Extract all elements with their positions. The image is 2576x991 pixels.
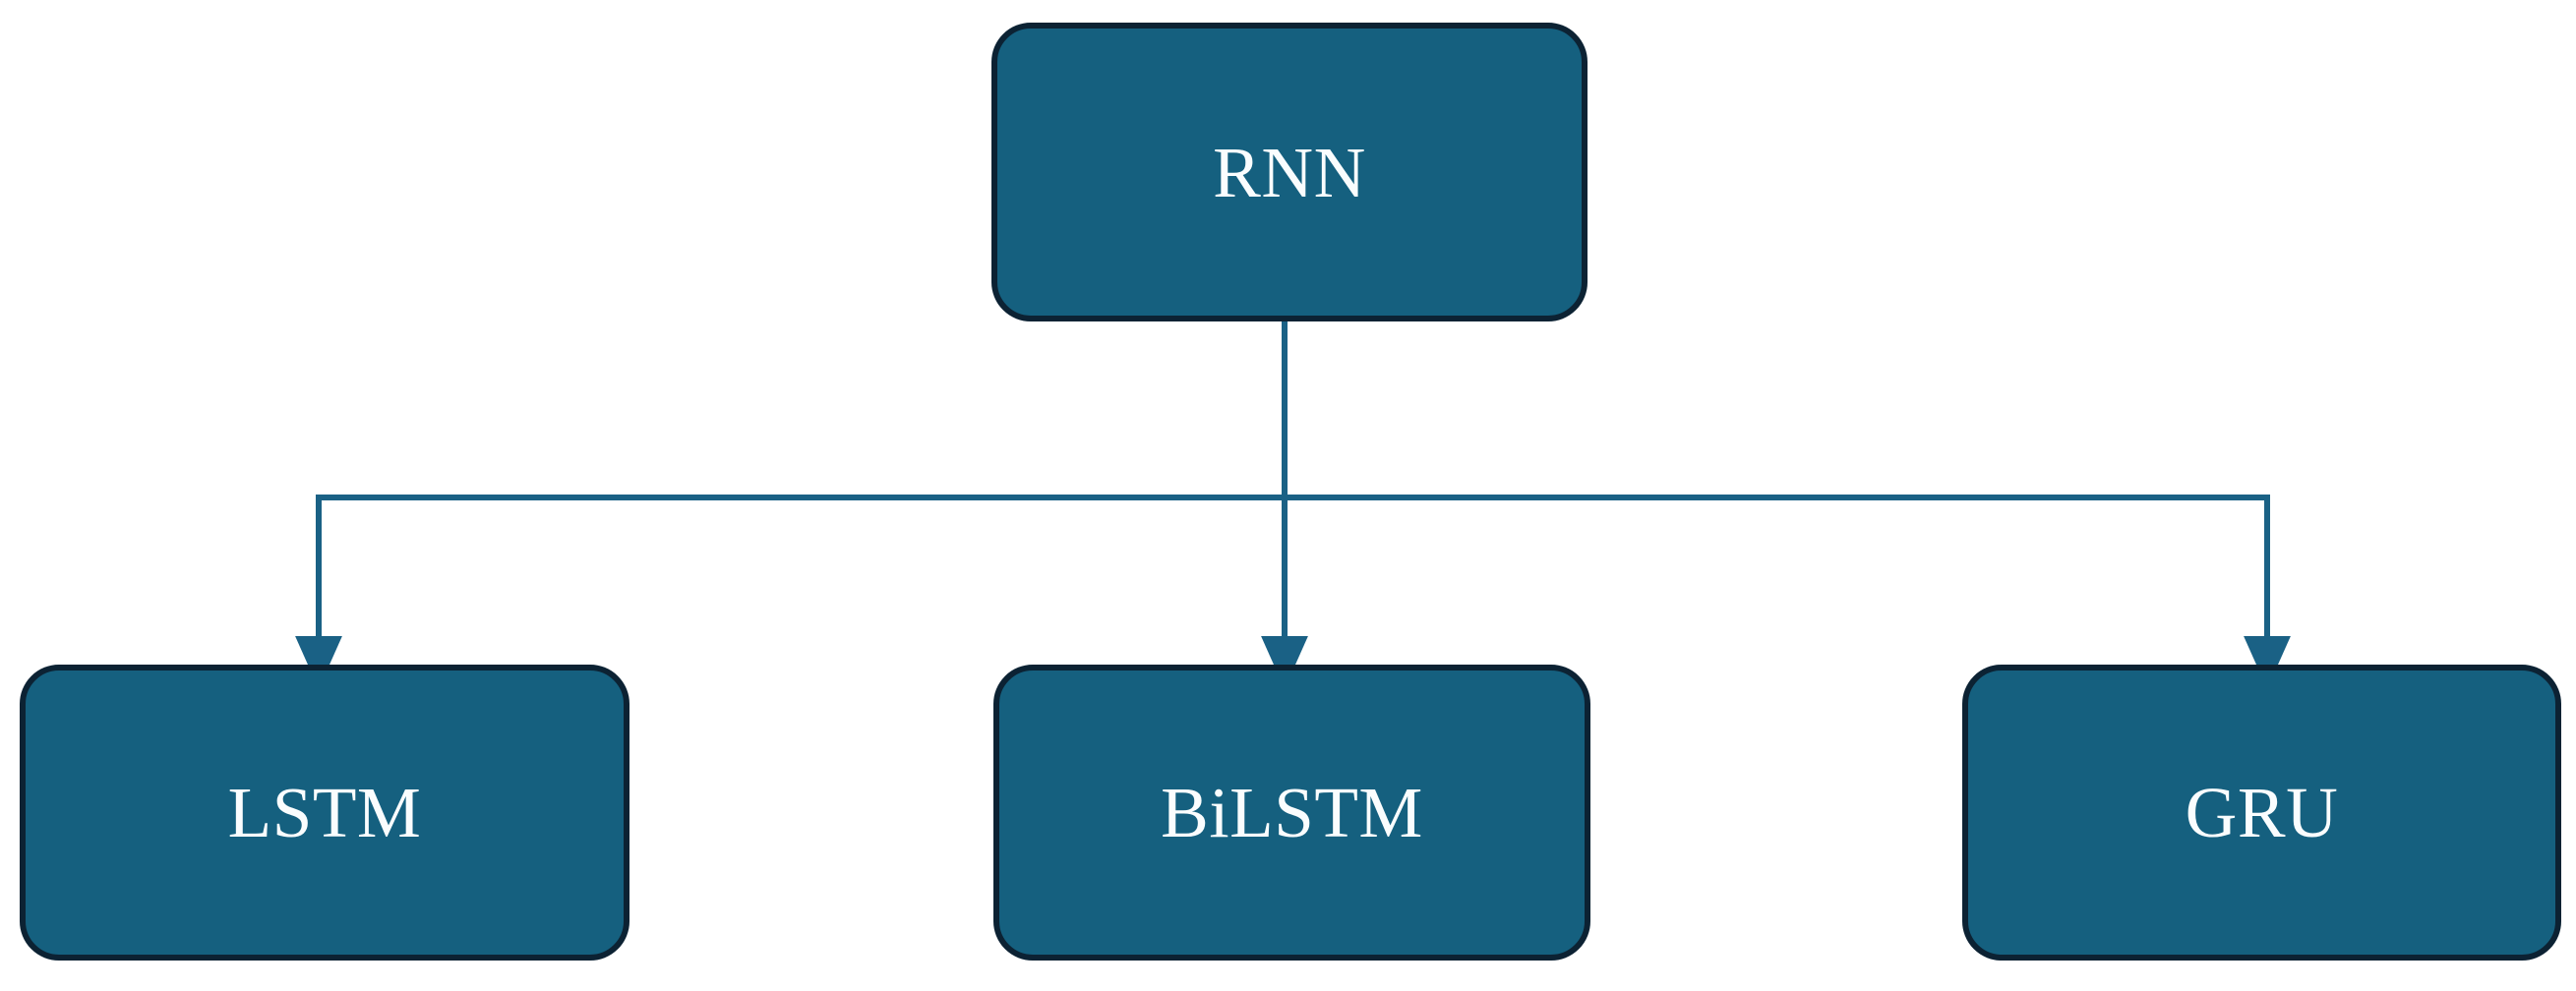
node-bilstm[interactable]: BiLSTM (993, 665, 1590, 961)
node-lstm-label: LSTM (227, 773, 422, 852)
node-gru-label: GRU (2185, 773, 2339, 852)
node-rnn[interactable]: RNN (991, 23, 1588, 321)
node-lstm[interactable]: LSTM (20, 665, 629, 961)
node-gru[interactable]: GRU (1962, 665, 2561, 961)
node-bilstm-label: BiLSTM (1161, 773, 1423, 852)
node-rnn-label: RNN (1213, 132, 1366, 212)
